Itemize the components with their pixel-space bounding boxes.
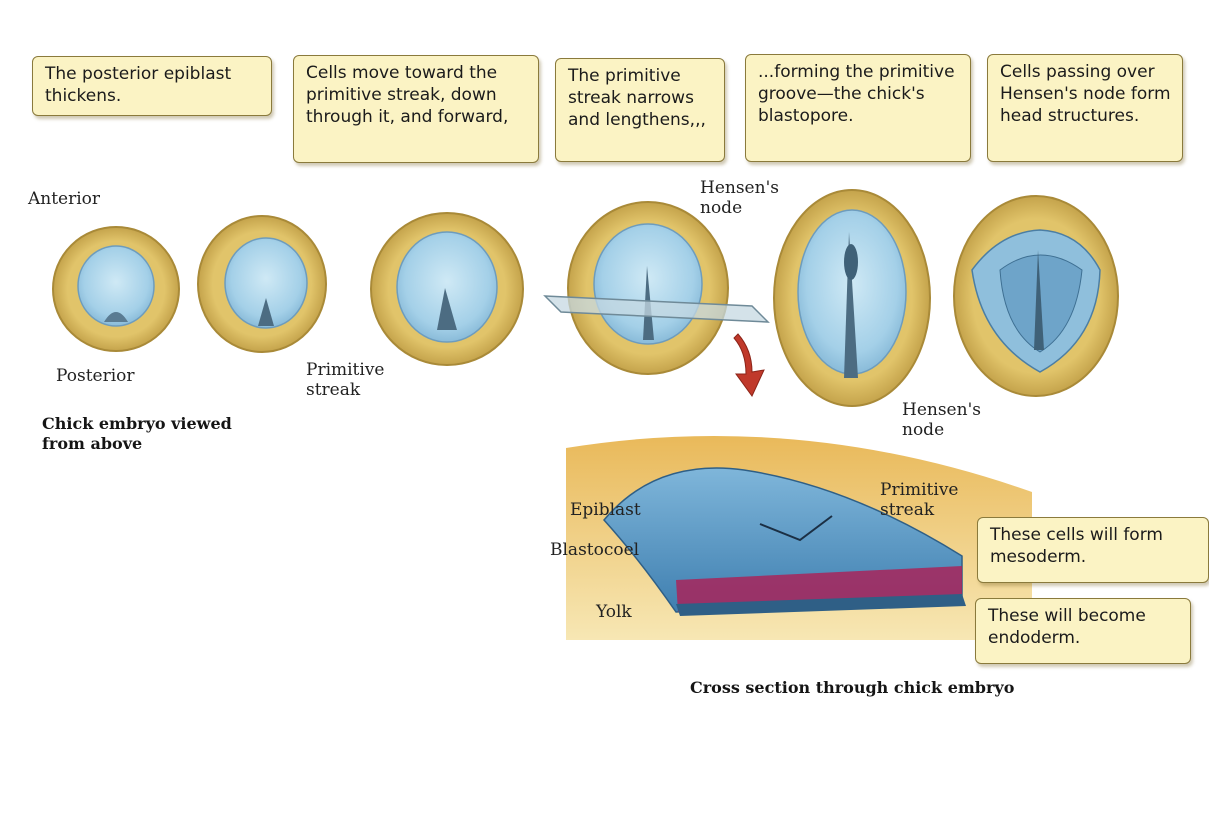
label-primitive-streak-cross: Primitive streak	[880, 480, 990, 520]
label-anterior: Anterior	[28, 189, 100, 209]
embryo-stage-1	[53, 227, 179, 351]
label-blastocoel: Blastocoel	[550, 540, 639, 560]
label-primitive-streak: Primitive streak	[306, 360, 416, 400]
embryo-stage-3	[371, 213, 523, 365]
label-posterior: Posterior	[56, 366, 135, 386]
callout-endoderm: These will become endoderm.	[975, 598, 1191, 664]
label-hensens-node-bottom: Hensen's node	[902, 400, 994, 440]
caption-top-view: Chick embryo viewed from above	[42, 414, 252, 454]
callout-streak-narrows: The primitive streak narrows and lengthe…	[555, 58, 725, 162]
callout-primitive-groove: ...forming the primitive groove—the chic…	[745, 54, 971, 162]
callout-mesoderm: These cells will form mesoderm.	[977, 517, 1209, 583]
down-arrow-icon	[734, 334, 764, 396]
embryo-stage-6	[954, 196, 1118, 396]
embryo-stage-2	[198, 216, 326, 352]
label-hensens-node-top: Hensen's node	[700, 178, 792, 218]
caption-cross-section: Cross section through chick embryo	[690, 678, 1090, 698]
cross-section-figure	[566, 436, 1032, 640]
callout-cells-move: Cells move toward the primitive streak, …	[293, 55, 539, 163]
callout-hensens-node-head: Cells passing over Hensen's node form he…	[987, 54, 1183, 162]
label-yolk: Yolk	[596, 602, 632, 622]
label-epiblast: Epiblast	[570, 500, 641, 520]
embryo-stage-5	[774, 190, 930, 406]
embryo-stage-4	[568, 202, 728, 374]
callout-posterior-epiblast: The posterior epiblast thickens.	[32, 56, 272, 116]
